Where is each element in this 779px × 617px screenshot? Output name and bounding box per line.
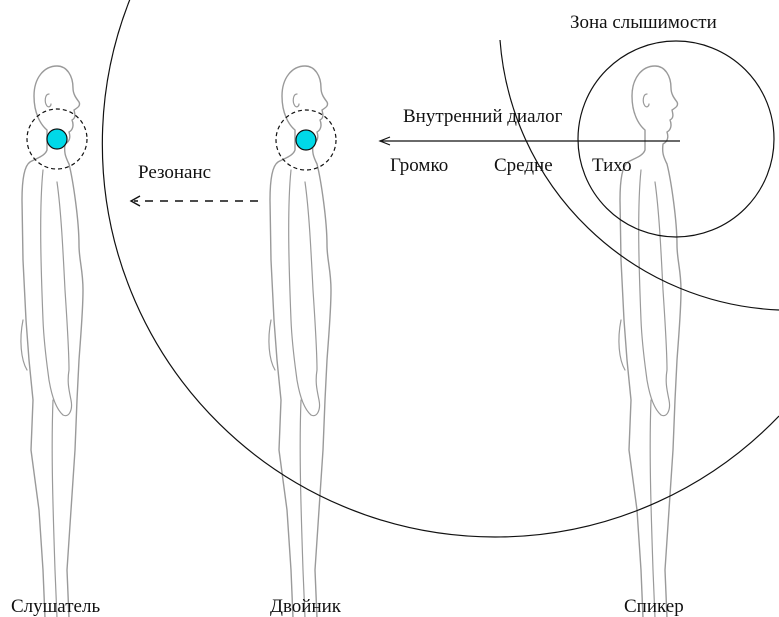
hearing-zone-label: Зона слышимости — [570, 12, 717, 33]
listener-throat-dot — [47, 129, 67, 149]
inner-dialog-label: Внутренний диалог — [403, 106, 563, 127]
resonance-arrow — [131, 196, 258, 206]
speaker-label: Спикер — [624, 596, 684, 617]
listener-label: Слушатель — [11, 596, 100, 617]
speaker-figure — [619, 66, 688, 617]
loud-label: Громко — [390, 155, 448, 176]
double-throat-dot — [296, 130, 316, 150]
inner-dialog-arrow — [380, 137, 680, 145]
quiet-label: Тихо — [592, 155, 632, 176]
quiet-zone-circle — [578, 41, 774, 237]
double-label: Двойник — [270, 596, 342, 617]
medium-label: Средне — [494, 155, 553, 176]
resonance-label: Резонанс — [138, 162, 211, 183]
